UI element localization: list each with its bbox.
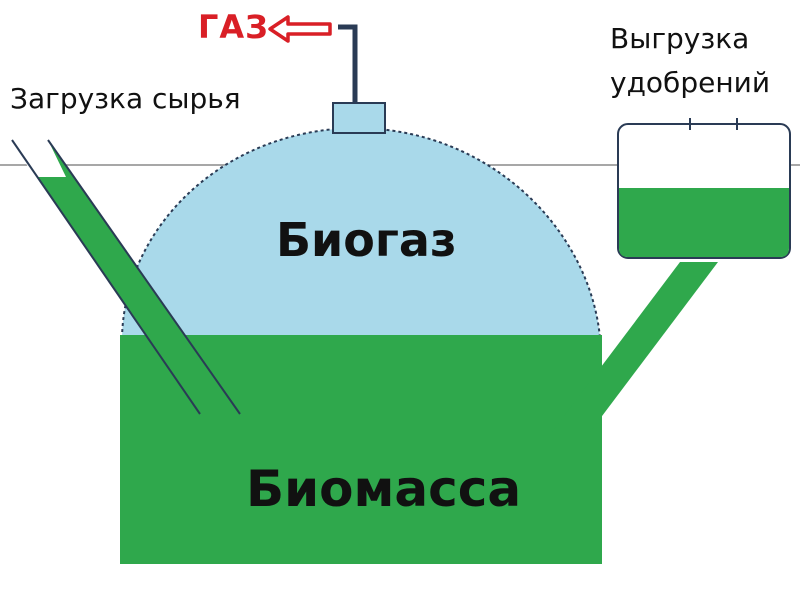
biogas-label: Биогаз [276, 213, 457, 267]
gas-outlet-neck [332, 102, 386, 134]
feed-pipe-empty [12, 140, 66, 177]
unload-label-line2: удобрений [610, 66, 771, 99]
gas-pipe [338, 24, 358, 104]
feed-pipe-fill [12, 140, 240, 414]
fertilizer-level [619, 188, 789, 257]
outlet-pipe [552, 262, 718, 432]
gas-label: ГАЗ [198, 8, 269, 46]
feed-label: Загрузка сырья [10, 82, 241, 115]
biogas-dome [120, 126, 602, 339]
feed-pipe-wall-right [47, 139, 241, 415]
gas-arrow-icon [268, 15, 332, 43]
unload-label-line1: Выгрузка [610, 22, 750, 55]
feed-pipe-wall-left [11, 139, 201, 415]
biomass-label: Биомасса [246, 460, 522, 518]
